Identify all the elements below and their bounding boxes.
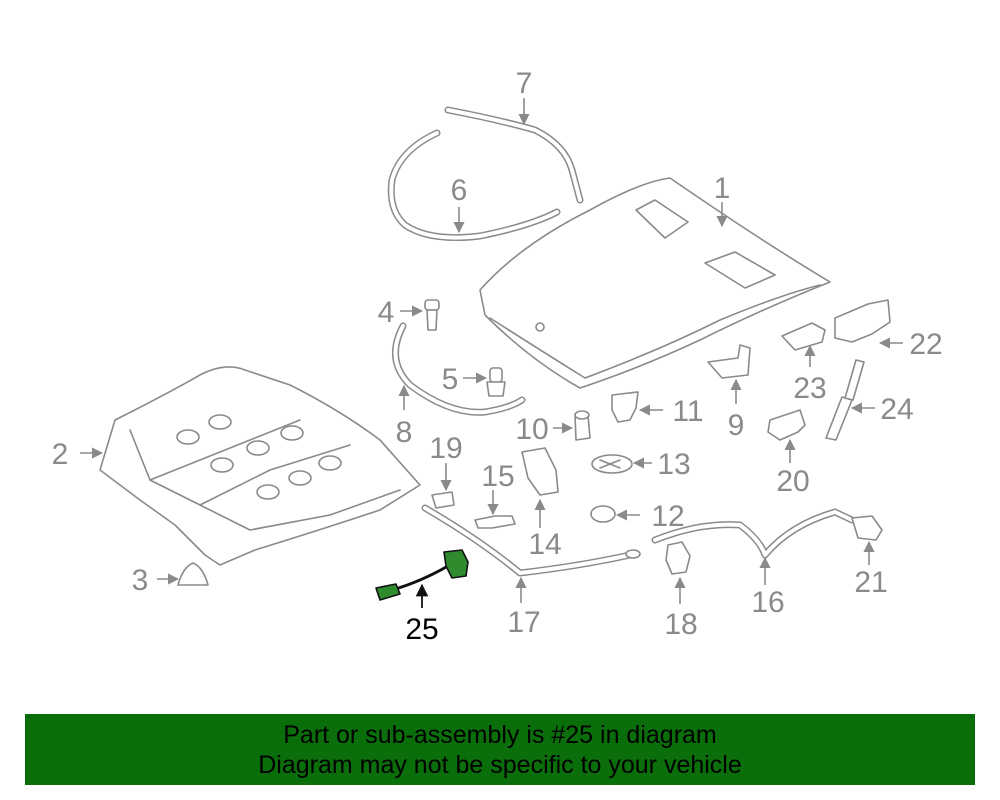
part-21-latch bbox=[851, 515, 883, 541]
callout-22: 22 bbox=[909, 328, 942, 361]
callout-1: 1 bbox=[714, 172, 731, 205]
callout-11: 11 bbox=[672, 395, 703, 428]
part-4-push-pin bbox=[424, 299, 440, 331]
part-5-clip bbox=[486, 367, 506, 397]
part-14-bracket bbox=[521, 447, 559, 496]
part-1-hood bbox=[479, 177, 831, 389]
callout-25-highlighted: 25 bbox=[405, 613, 438, 646]
part-7-seal bbox=[444, 106, 584, 204]
part-16-release-cable bbox=[651, 508, 856, 559]
callout-12: 12 bbox=[651, 500, 684, 533]
leader-lines bbox=[80, 98, 903, 608]
callout-8: 8 bbox=[396, 416, 413, 449]
callout-17: 17 bbox=[507, 606, 540, 639]
callout-4: 4 bbox=[378, 296, 395, 329]
callout-7: 7 bbox=[516, 67, 533, 100]
part-8-seal bbox=[391, 322, 526, 416]
callout-24: 24 bbox=[880, 393, 913, 426]
part-24-hood-strut bbox=[825, 359, 865, 441]
part-13-plug bbox=[591, 454, 633, 474]
callout-13: 13 bbox=[657, 448, 690, 481]
part-6-seal bbox=[387, 129, 561, 242]
part-11-stop bbox=[611, 391, 639, 423]
callout-9: 9 bbox=[728, 409, 745, 442]
callout-10: 10 bbox=[515, 413, 548, 446]
callout-2: 2 bbox=[52, 438, 69, 471]
part-18-clip bbox=[665, 541, 691, 575]
callout-23: 23 bbox=[793, 372, 826, 405]
part-17-release-cable bbox=[421, 504, 641, 577]
parts-diagram: 1 2 3 4 5 6 7 8 9 10 11 12 13 14 15 16 1… bbox=[52, 67, 943, 646]
callout-19: 19 bbox=[429, 432, 462, 465]
part-15-clip bbox=[474, 515, 516, 529]
callout-15: 15 bbox=[481, 460, 514, 493]
callout-6: 6 bbox=[451, 174, 468, 207]
callout-3: 3 bbox=[132, 564, 149, 597]
banner-line-2: Diagram may not be specific to your vehi… bbox=[258, 750, 742, 779]
part-25-sensor-harness bbox=[375, 549, 469, 601]
callout-21: 21 bbox=[854, 566, 887, 599]
part-23-bracket bbox=[781, 322, 826, 351]
part-9-bracket bbox=[707, 344, 751, 379]
info-banner: Part or sub-assembly is #25 in diagram D… bbox=[25, 714, 975, 785]
callout-18: 18 bbox=[664, 608, 697, 641]
banner-line-1: Part or sub-assembly is #25 in diagram bbox=[283, 720, 717, 749]
part-19-clip bbox=[431, 491, 455, 509]
part-3-grommet bbox=[177, 562, 209, 586]
part-2-underbody-shield bbox=[99, 366, 421, 566]
callout-5: 5 bbox=[442, 363, 459, 396]
callout-labels: 1 2 3 4 5 6 7 8 9 10 11 12 13 14 15 16 1… bbox=[52, 67, 943, 646]
callout-20: 20 bbox=[776, 465, 809, 498]
part-20-bracket bbox=[767, 409, 806, 441]
callout-14: 14 bbox=[528, 528, 561, 561]
part-12-plug bbox=[590, 505, 616, 523]
part-22-hinge bbox=[834, 299, 891, 343]
callout-16: 16 bbox=[751, 586, 784, 619]
part-10-bumper bbox=[574, 410, 591, 441]
